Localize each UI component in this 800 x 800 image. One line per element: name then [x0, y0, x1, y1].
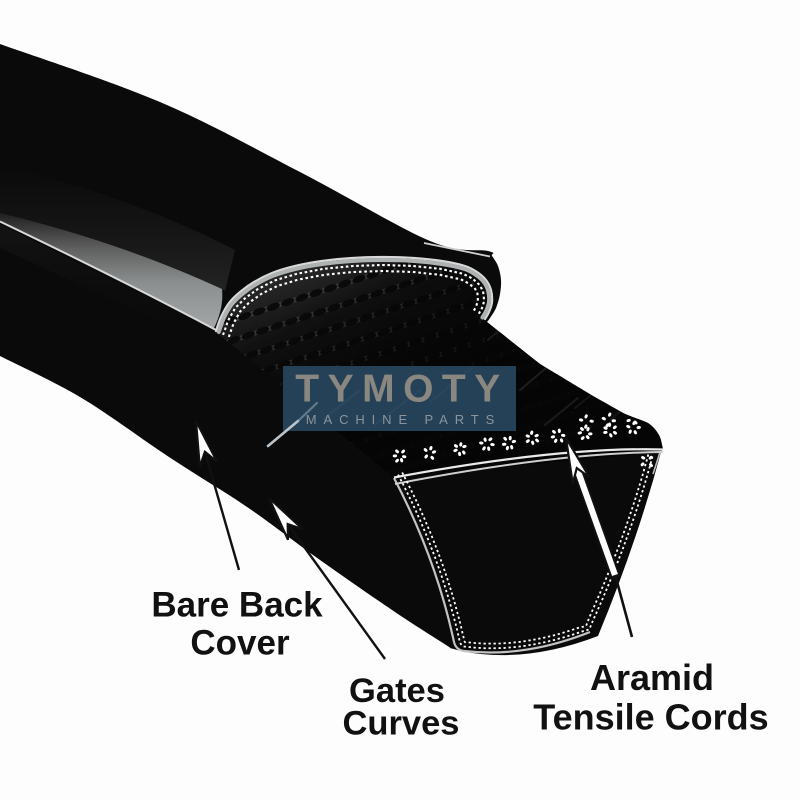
svg-text:Curves: Curves [343, 705, 460, 743]
svg-text:Cover: Cover [190, 624, 290, 663]
svg-text:Gates: Gates [349, 672, 445, 710]
svg-text:Aramid: Aramid [590, 657, 714, 698]
svg-text:Bare Back: Bare Back [151, 586, 323, 625]
svg-text:TYMOTY: TYMOTY [295, 368, 509, 411]
svg-text:Tensile Cords: Tensile Cords [533, 697, 768, 738]
svg-text:MACHINE PARTS: MACHINE PARTS [306, 412, 501, 427]
